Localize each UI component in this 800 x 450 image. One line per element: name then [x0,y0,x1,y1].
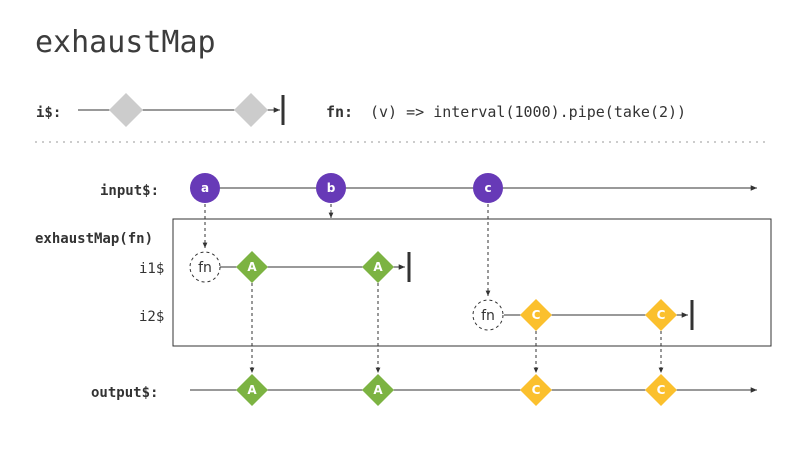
fn-circle [189,251,221,283]
fn-node-label: fn [481,308,495,324]
input-marble-label: c [484,181,491,195]
fn-node-label: fn [198,260,212,276]
output-marble: C [520,374,552,406]
fn-key: fn: [326,103,353,121]
legend-label: i$: [36,105,61,121]
input-marble-circle [190,173,220,203]
operator-box [172,218,772,347]
inner2-marble-diamond [645,299,677,331]
input-marble-circle [473,173,503,203]
inner2-marble-label: C [532,308,541,322]
legend-marble-diamond [109,93,143,127]
input-marble-label: a [201,181,209,195]
input-marbles: a b c [190,173,503,203]
input-marble: b [316,173,346,203]
inner1-marble-diamond [362,251,394,283]
inner1-marble: A [362,251,394,283]
inner2-label: i2$ [139,309,164,325]
legend-marbles [109,93,268,127]
input-marble: a [190,173,220,203]
output-marble-label: C [657,383,666,397]
input-marble: c [473,173,503,203]
fn-circle [472,299,504,331]
inner1-marble: A [236,251,268,283]
fn-node-inner1: fn [189,251,221,283]
legend-marble-diamond [234,93,268,127]
fn-node-inner2: fn [472,299,504,331]
input-label: input$: [100,183,159,199]
inner2-marble-diamond [520,299,552,331]
output-marble-diamond [236,374,268,406]
input-marble-circle [316,173,346,203]
inner1-label: i1$ [139,261,164,277]
output-marble: A [236,374,268,406]
output-label: output$: [91,385,158,401]
output-marble-diamond [645,374,677,406]
output-marble-diamond [362,374,394,406]
output-marble: C [645,374,677,406]
inner2-marble: C [645,299,677,331]
inner1-marble-diamond [236,251,268,283]
operator-label: exhaustMap(fn) [35,231,153,247]
output-marble: A [362,374,394,406]
inner1-marble-label: A [373,260,383,274]
input-marble-label: b [327,181,336,195]
output-marble-label: A [247,383,257,397]
page-title: exhaustMap [35,25,216,60]
output-marble-label: C [532,383,541,397]
output-marble-diamond [520,374,552,406]
legend-marble [234,93,268,127]
legend-marble [109,93,143,127]
inner2-marble-label: C [657,308,666,322]
output-marble-label: A [373,383,383,397]
inner1-marble-label: A [247,260,257,274]
inner2-marble: C [520,299,552,331]
fn-code: (v) => interval(1000).pipe(take(2)) [370,103,686,121]
